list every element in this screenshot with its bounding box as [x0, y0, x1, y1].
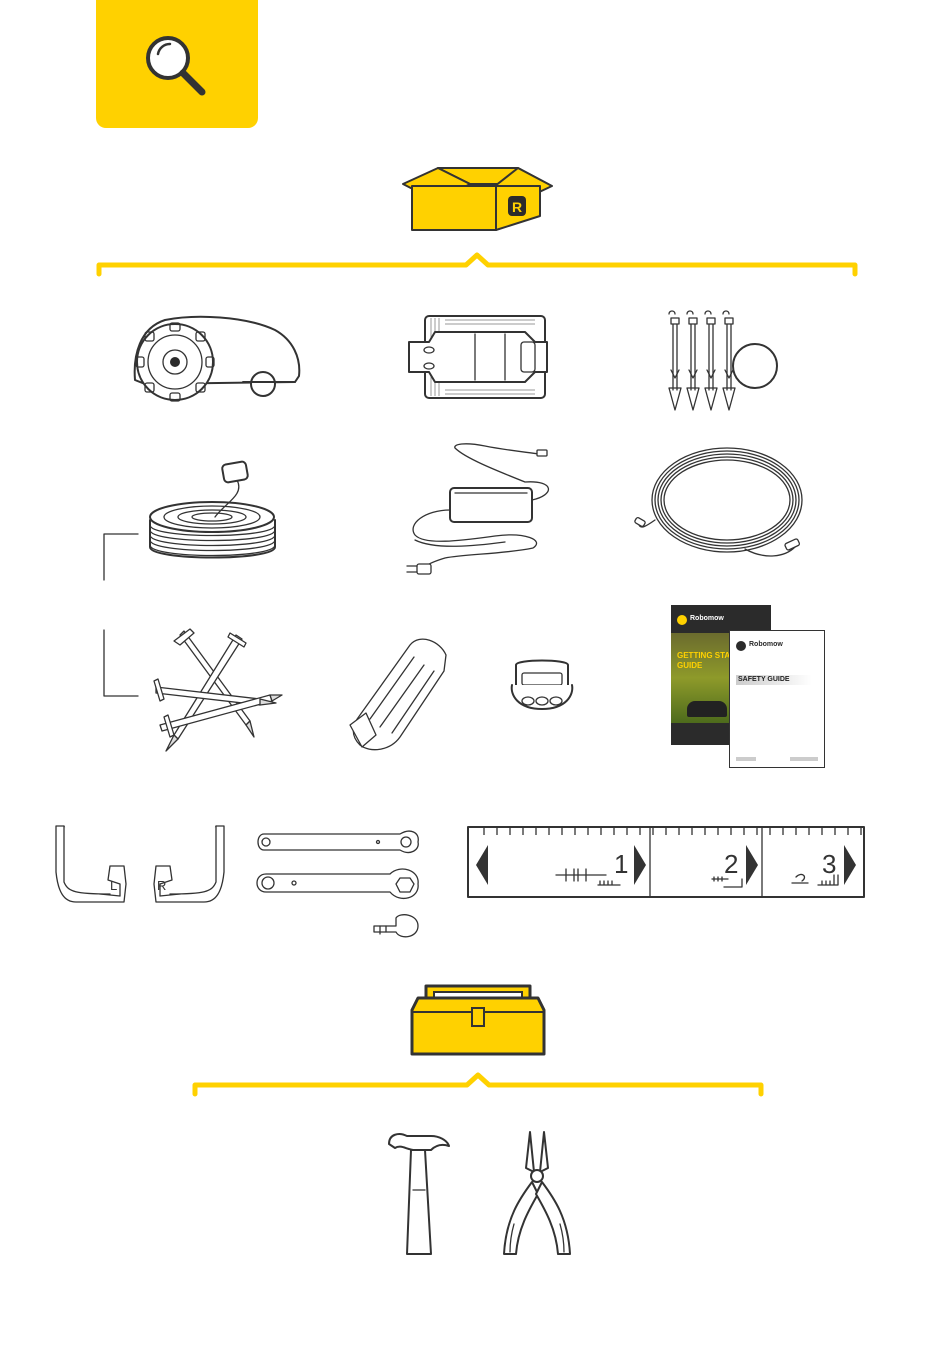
- getting-started-subtitle: GUIDE: [677, 661, 702, 670]
- distance-ruler: 1 2 3: [466, 825, 866, 900]
- base-station-pegs: [665, 310, 785, 420]
- section-divider-tools: [192, 1070, 764, 1100]
- ruler-label-1: 1: [614, 849, 628, 879]
- box-icon: R: [400, 160, 560, 235]
- svg-text:R: R: [512, 199, 522, 215]
- robot-mower: [125, 310, 310, 405]
- brand-label-safety: Robomow: [749, 641, 783, 648]
- hammer-icon: [385, 1130, 455, 1260]
- wheel-clips: L R: [50, 822, 230, 907]
- toolbox-icon: [408, 982, 548, 1062]
- wrench-set: [250, 822, 425, 942]
- base-station: [405, 312, 550, 402]
- perimeter-wire-spool: [145, 455, 280, 570]
- wire-connector: [340, 635, 455, 765]
- wire-pegs: [150, 625, 285, 760]
- safety-guide-title: SAFETY GUIDE: [738, 676, 790, 683]
- clip-left-label: L: [110, 878, 117, 893]
- ruler-label-3: 3: [822, 849, 836, 879]
- group-bracket: [100, 530, 140, 700]
- safety-guide: Robomow SAFETY GUIDE: [729, 630, 825, 768]
- search-icon: [140, 30, 220, 100]
- power-supply: [405, 440, 555, 580]
- wire-plug: [508, 655, 578, 715]
- clip-right-label: R: [157, 878, 166, 893]
- section-divider: [96, 250, 858, 280]
- ruler-label-2: 2: [724, 849, 738, 879]
- pliers-icon: [500, 1128, 575, 1260]
- getting-started-title: GETTING STA: [677, 651, 730, 660]
- brand-label: Robomow: [690, 615, 724, 622]
- extension-cable: [635, 445, 810, 575]
